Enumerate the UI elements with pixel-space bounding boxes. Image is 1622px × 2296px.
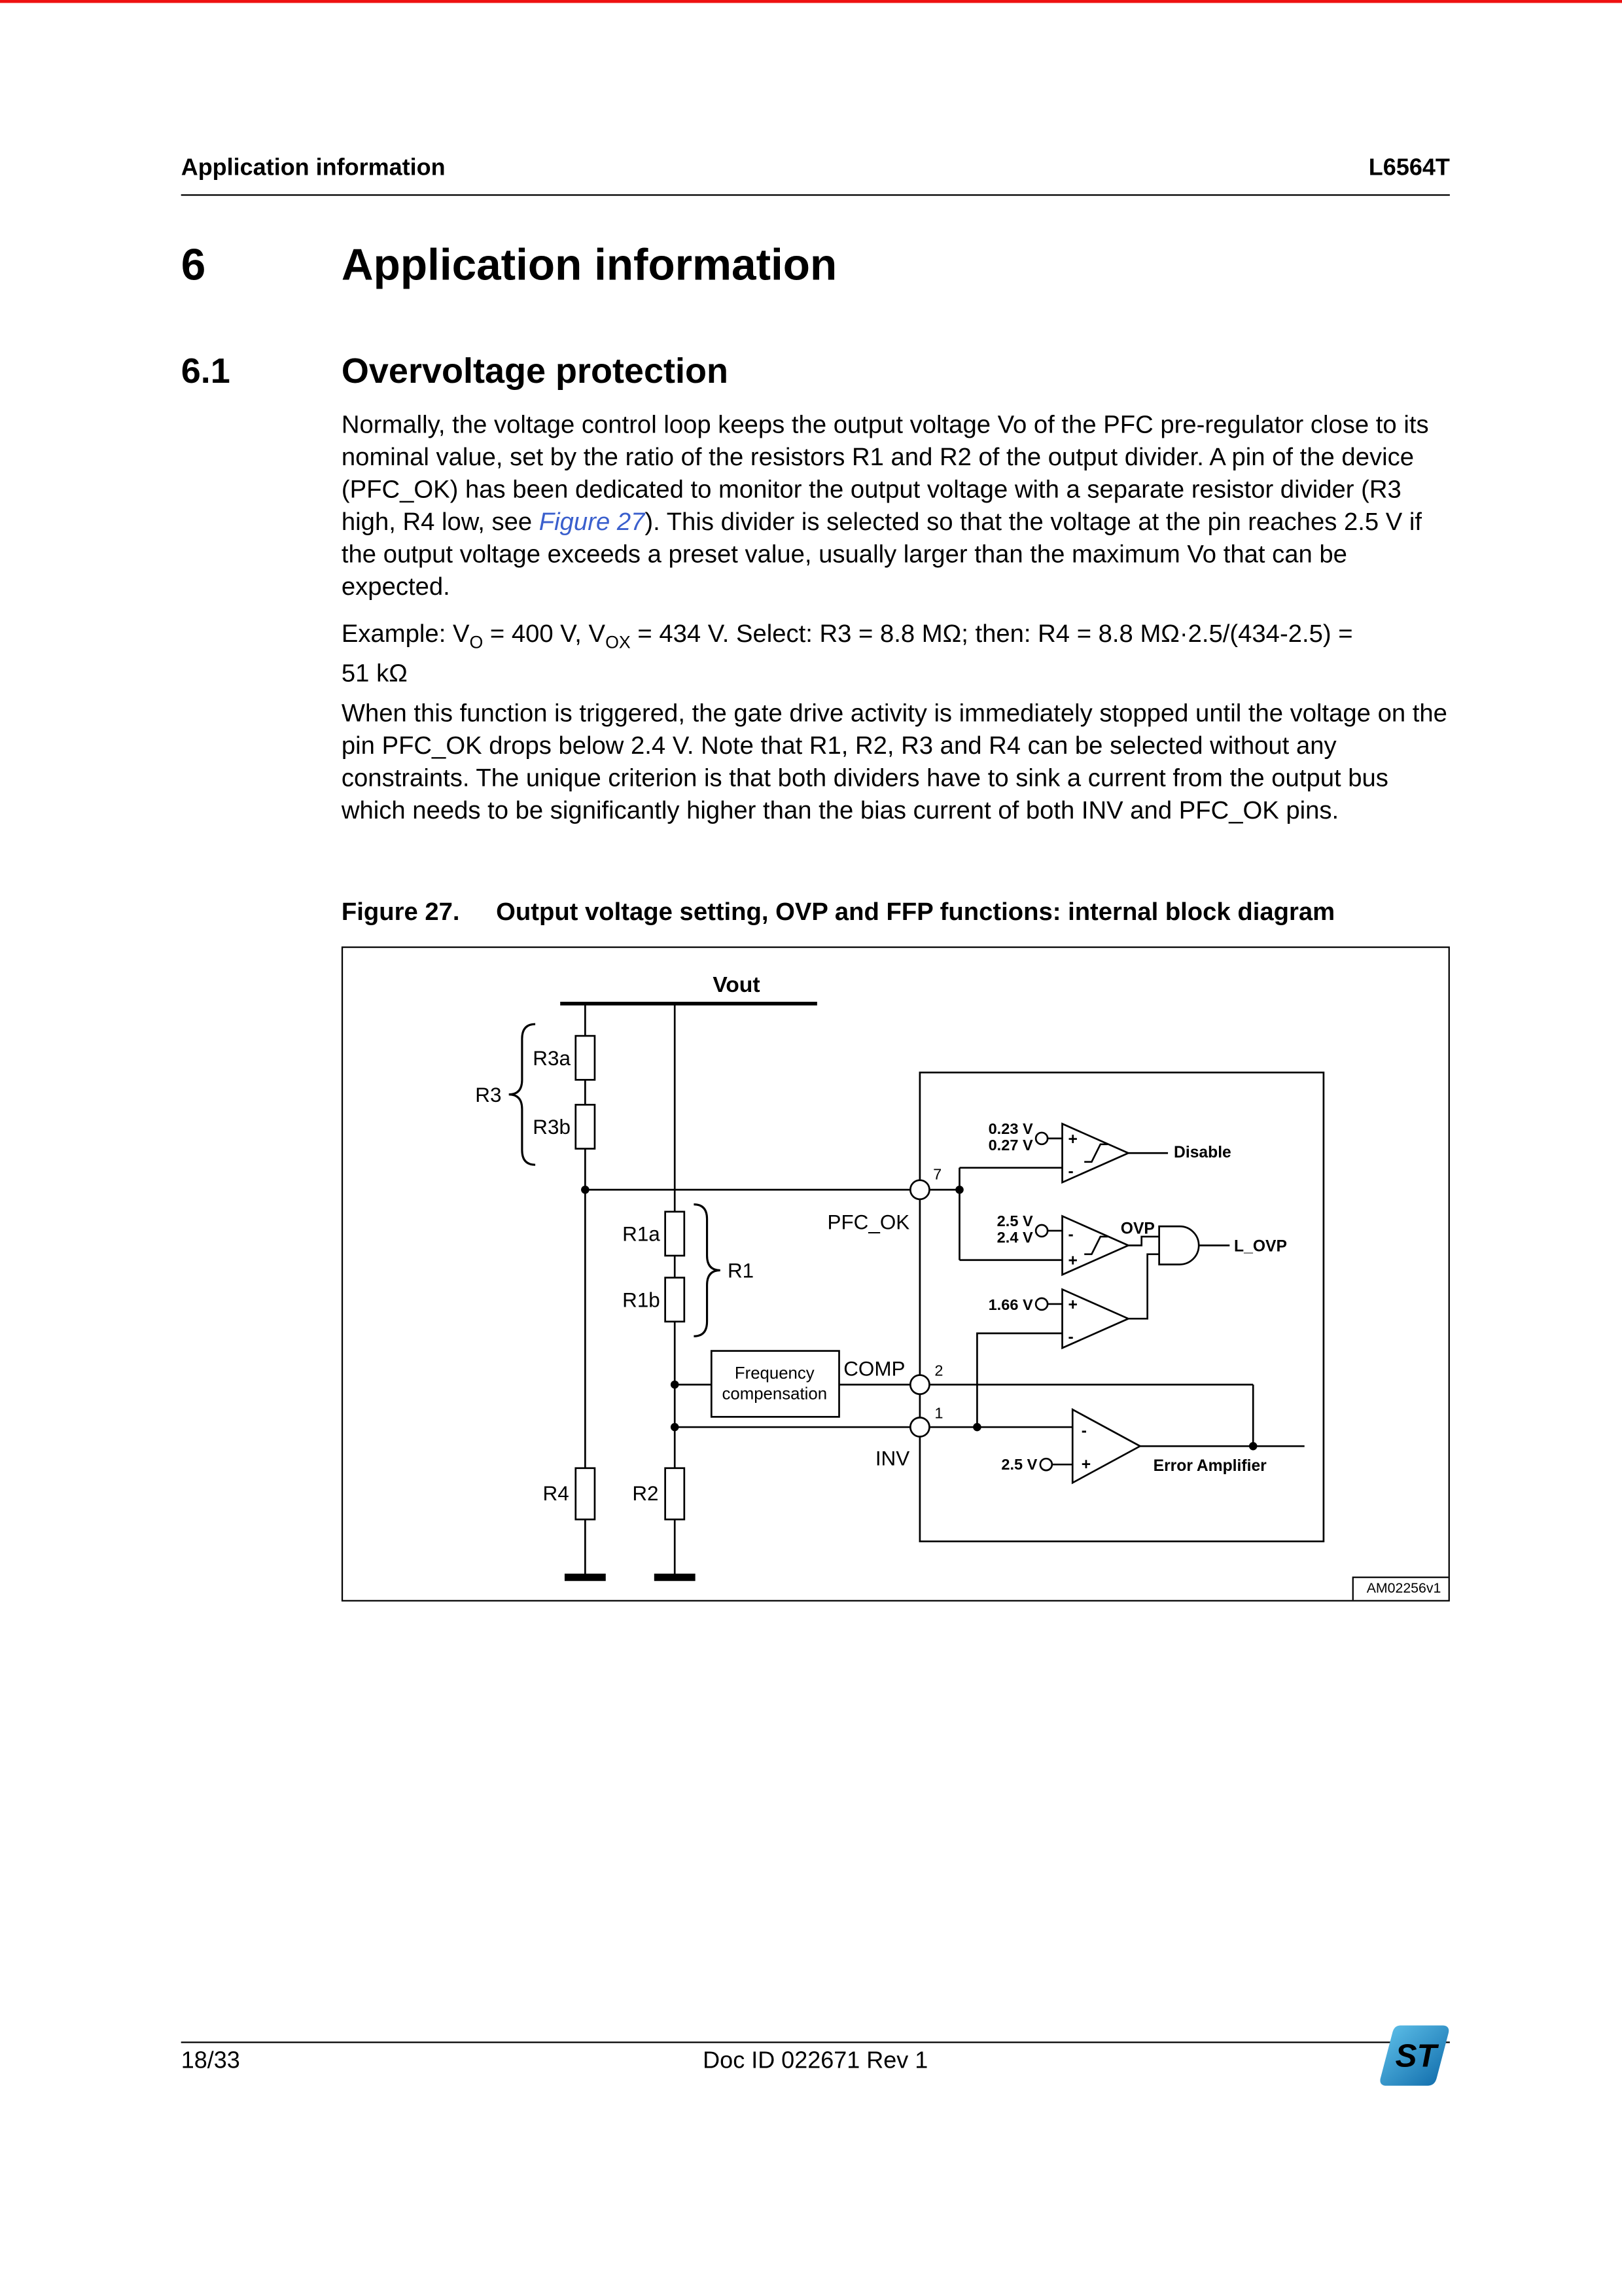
plus-sign: + xyxy=(1068,1296,1078,1314)
example-text: = 400 V, V xyxy=(483,620,606,648)
ref-ffd-label: 1.66 V xyxy=(989,1296,1033,1313)
pin-2-circle xyxy=(909,1374,930,1396)
hysteresis-icon xyxy=(1084,1143,1108,1163)
junction-dots xyxy=(581,1185,1258,1451)
resistor-r2 xyxy=(664,1467,686,1521)
r3a-label: R3a xyxy=(533,1047,571,1070)
r1-label: R1 xyxy=(728,1260,754,1282)
pfc-ok-label: PFC_OK xyxy=(828,1211,910,1234)
error-amplifier-triangle xyxy=(1071,1407,1142,1485)
r2-label: R2 xyxy=(632,1482,658,1505)
vout-label: Vout xyxy=(713,973,760,997)
pin7-number: 7 xyxy=(933,1166,942,1183)
figure-27-link[interactable]: Figure 27 xyxy=(538,508,645,536)
inv-label: INV xyxy=(875,1447,909,1470)
circuit-diagram: Vout R3 R3a R3b R1 R1a R1b R4 R2 PFC_OK … xyxy=(475,973,1449,1600)
error-amplifier-label: Error Amplifier xyxy=(1154,1457,1267,1475)
freq-comp-label-line2: compensation xyxy=(722,1385,827,1404)
resistor-r3a xyxy=(574,1034,596,1081)
ic-block xyxy=(919,1071,1325,1543)
ref-disable-low-label: 0.27 V xyxy=(989,1137,1033,1154)
resistor-r3b xyxy=(574,1104,596,1150)
comp-label: COMP xyxy=(843,1358,905,1381)
pin-7-circle xyxy=(909,1179,930,1201)
example-text: Example: V xyxy=(341,620,470,648)
pin2-number: 2 xyxy=(934,1362,943,1379)
doc-id: Doc ID 022671 Rev 1 xyxy=(703,2049,928,2074)
section-heading: 6 Application information xyxy=(181,241,837,291)
example-text: = 434 V. Select: R3 = 8.8 MΩ; then: R4 =… xyxy=(630,620,1353,648)
hysteresis-icons xyxy=(1084,1143,1108,1256)
header-rule xyxy=(181,194,1450,196)
ref-node xyxy=(1034,1224,1049,1238)
subsection-title: Overvoltage protection xyxy=(341,351,728,392)
r1b-label: R1b xyxy=(622,1288,660,1311)
minus-sign: - xyxy=(1068,1163,1074,1180)
ref-ovp-high-label: 2.5 V xyxy=(997,1212,1033,1229)
plus-sign: + xyxy=(1068,1252,1078,1270)
figure-27-box: Vout R3 R3a R3b R1 R1a R1b R4 R2 PFC_OK … xyxy=(341,946,1450,1602)
subscript-ox: OX xyxy=(605,631,631,653)
figure-code-box xyxy=(1352,1576,1449,1600)
section-title: Application information xyxy=(341,241,837,291)
pin-1-circle xyxy=(909,1417,930,1438)
ref-node xyxy=(1034,1297,1049,1311)
subsection-heading: 6.1 Overvoltage protection xyxy=(181,352,728,393)
circuit-components xyxy=(574,1034,1325,1543)
r3-brace xyxy=(508,1023,536,1166)
hysteresis-icon xyxy=(1084,1235,1108,1256)
page-number: 18/33 xyxy=(181,2049,240,2074)
footer-rule xyxy=(181,2041,1450,2043)
and-gate xyxy=(1158,1225,1200,1265)
ref-error-amp-label: 2.5 V xyxy=(1001,1456,1037,1473)
ref-node xyxy=(1034,1131,1049,1146)
header-running-title: Application information xyxy=(181,156,446,181)
frequency-compensation-box xyxy=(710,1350,840,1418)
disable-output-label: Disable xyxy=(1174,1144,1231,1161)
st-logo-text: ST xyxy=(1395,2038,1439,2074)
figure-title: Output voltage setting, OVP and FFP func… xyxy=(496,898,1335,926)
minus-sign: - xyxy=(1082,1422,1087,1440)
page-header: Application information L6564T xyxy=(181,156,1450,182)
comparator-ffd xyxy=(1061,1288,1131,1350)
paragraph-overvoltage-2: When this function is triggered, the gat… xyxy=(341,699,1447,824)
ref-ovp-low-label: 2.4 V xyxy=(997,1229,1033,1246)
circuit-wires xyxy=(560,1002,1305,1574)
example-text: 51 kΩ xyxy=(341,660,408,688)
figure-label: Figure 27. xyxy=(341,898,460,926)
ref-node xyxy=(1039,1457,1053,1472)
r4-label: R4 xyxy=(543,1482,569,1505)
figure-caption: Figure 27. Output voltage setting, OVP an… xyxy=(342,898,1335,927)
minus-sign: - xyxy=(1068,1226,1074,1243)
r3-label: R3 xyxy=(475,1084,501,1106)
paragraph-overvoltage-1: Normally, the voltage control loop keeps… xyxy=(342,409,1453,603)
ref-disable-high-label: 0.23 V xyxy=(989,1120,1033,1137)
st-logo: ST xyxy=(1380,2025,1449,2086)
ovp-output-label: OVP xyxy=(1121,1220,1155,1237)
freq-comp-label-line1: Frequency xyxy=(735,1364,815,1383)
minus-sign: - xyxy=(1068,1328,1074,1346)
plus-sign: + xyxy=(1082,1456,1091,1474)
paragraph-text: Normally, the voltage control loop keeps… xyxy=(341,410,1429,536)
r1a-label: R1a xyxy=(622,1223,660,1246)
header-part-number: L6564T xyxy=(1368,156,1450,181)
figure-code: AM02256v1 xyxy=(1367,1580,1441,1596)
paragraph-example: Example: VO = 400 V, VOX = 434 V. Select… xyxy=(342,618,1453,691)
plus-sign: + xyxy=(1068,1131,1078,1148)
resistor-r4 xyxy=(574,1467,596,1521)
subscript-o: O xyxy=(469,631,484,653)
resistor-r1a xyxy=(664,1210,686,1257)
section-number: 6 xyxy=(181,241,206,291)
l-ovp-output-label: L_OVP xyxy=(1234,1237,1287,1255)
paragraph-text: ). This divider is selected so that the … xyxy=(341,508,1422,601)
page-top-rule xyxy=(0,0,1622,3)
r3b-label: R3b xyxy=(533,1116,571,1139)
resistor-r1b xyxy=(664,1277,686,1323)
st-logo-shape xyxy=(1380,2025,1449,2086)
subsection-number: 6.1 xyxy=(181,351,230,392)
pin1-number: 1 xyxy=(934,1405,943,1422)
r1-brace xyxy=(694,1203,720,1337)
